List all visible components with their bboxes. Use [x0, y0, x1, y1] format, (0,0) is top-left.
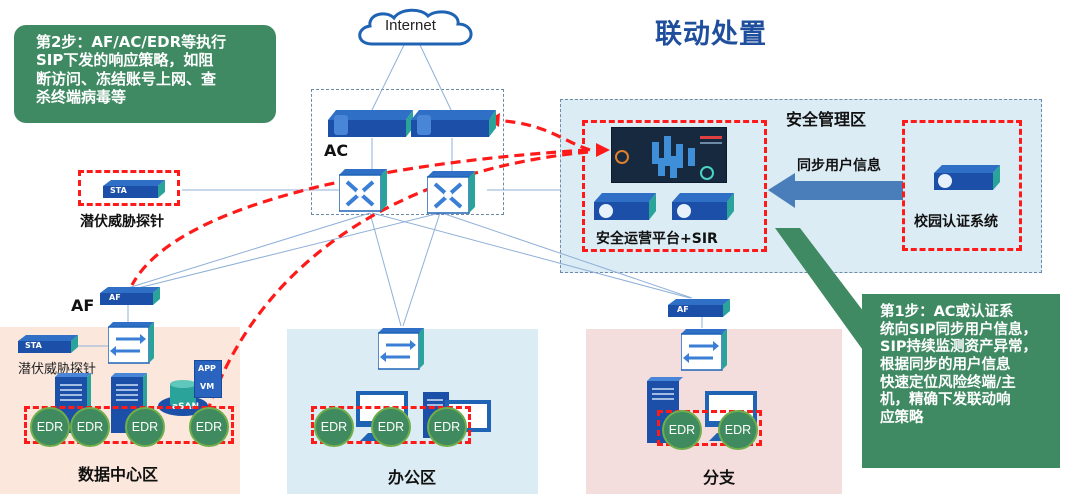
shield-pulse-icon: [677, 204, 691, 218]
campus-auth-label: 校园认证系统: [914, 214, 998, 230]
flow-sip-to-af: [130, 148, 589, 286]
shield-pulse-icon: [938, 174, 952, 188]
step1-callout: 第1步：AC或认证系 统向SIP同步用户信息， SIP持续监测资产异常， 根据同…: [862, 294, 1060, 468]
edr-agent[interactable]: EDR: [314, 407, 354, 447]
arrowhead-to-sip: [596, 143, 610, 157]
dc-access-switch[interactable]: [107, 322, 154, 364]
edr-agent[interactable]: EDR: [70, 407, 110, 447]
link-core1-office: [369, 212, 402, 327]
link-core2-branch-af: [441, 212, 693, 299]
step1-line: 统向SIP同步用户信息，: [880, 321, 1037, 338]
link-core2-office: [402, 212, 441, 327]
internet-cloud: Internet: [352, 6, 480, 50]
office-label: 办公区: [388, 468, 437, 487]
sip-highlight: [582, 120, 767, 252]
sip-platform-label: 安全运营平台+SIR: [596, 231, 718, 247]
branch-access-switch[interactable]: [680, 329, 727, 371]
branch-edr-highlight: [657, 410, 762, 446]
step1-callout-pointer: [775, 228, 870, 360]
sta-probe-top[interactable]: STA: [103, 179, 165, 199]
link-core1-af: [127, 212, 371, 289]
step2-callout: 第2步：AF/AC/EDR等执行 SIP下发的响应策略，如阻 断访问、冻结账号上…: [14, 25, 276, 123]
edr-agent[interactable]: EDR: [427, 407, 467, 447]
sta-text: STA: [110, 186, 127, 195]
office-access-switch[interactable]: [377, 328, 424, 370]
internet-label: Internet: [385, 17, 436, 34]
step1-line: SIP持续监测资产异常，: [880, 339, 1037, 356]
step1-line: 快速定位风险终端/主: [880, 374, 1016, 391]
ac-badge-icon: [417, 115, 431, 135]
app-vm-box[interactable]: APP VM: [194, 360, 222, 398]
link-internet-ac1: [370, 44, 405, 113]
sta-probe-top-label: 潜伏威胁探针: [80, 214, 164, 230]
vm-text: VM: [200, 382, 215, 391]
step1-line: 第1步：AC或认证系: [880, 304, 1014, 320]
edr-agent[interactable]: EDR: [662, 410, 702, 450]
app-text: APP: [198, 364, 216, 373]
step2-line: SIP下发的响应策略，如阻: [36, 51, 214, 70]
link-core1-branch-af: [371, 212, 691, 299]
ac-device-1[interactable]: [328, 108, 413, 138]
af-text: AF: [677, 305, 689, 314]
sir-appliance-1[interactable]: [594, 191, 656, 221]
page-title: 联动处置: [655, 19, 767, 50]
link-core2-af: [129, 212, 441, 291]
shield-pulse-icon: [599, 204, 613, 218]
flow-sip-to-ac: [489, 118, 591, 152]
edr-agent[interactable]: EDR: [189, 407, 229, 447]
edr-agent[interactable]: EDR: [30, 407, 70, 447]
campus-auth-appliance[interactable]: [934, 163, 1000, 191]
step1-line: 应策略: [880, 410, 924, 427]
ac-label: AC: [324, 141, 349, 160]
step2-line: 断访问、冻结账号上网、查: [36, 69, 217, 88]
security-zone-label: 安全管理区: [786, 110, 867, 129]
ac-core-group: [311, 89, 504, 215]
datacenter-label: 数据中心区: [78, 465, 159, 484]
link-internet-ac2: [419, 44, 453, 113]
af-text: AF: [109, 293, 121, 302]
step2-line: 杀终端病毒等: [36, 87, 127, 106]
ac-badge-icon: [334, 115, 348, 135]
af-device-branch[interactable]: AF: [668, 298, 730, 318]
step2-line: 第2步：AF/AC/EDR等执行: [36, 33, 227, 51]
step1-line: 根据同步的用户信息: [880, 357, 1011, 374]
flow-sip-to-dc-edr: [206, 150, 589, 411]
core-switch-1[interactable]: [338, 169, 387, 212]
ac-device-2[interactable]: [411, 108, 496, 138]
sir-appliance-2[interactable]: [672, 191, 734, 221]
edr-agent[interactable]: EDR: [371, 407, 411, 447]
sync-user-info-label: 同步用户信息: [797, 158, 881, 174]
campus-auth-highlight: [902, 120, 1022, 251]
sip-dashboard-screen[interactable]: [611, 127, 727, 183]
sta-probe-dc[interactable]: STA: [18, 334, 78, 354]
sta-probe-highlight: [78, 170, 180, 206]
cloud-icon: [358, 8, 473, 46]
sync-user-info-arrow: [768, 173, 903, 208]
edr-agent[interactable]: EDR: [718, 410, 758, 450]
sta-text: STA: [25, 341, 42, 350]
step1-line: 机，精确下发联动响: [880, 392, 1011, 409]
dashboard-icon: [615, 136, 722, 180]
dc-edr-highlight: [24, 406, 234, 444]
af-device-dc[interactable]: AF: [100, 286, 160, 306]
core-switch-2[interactable]: [426, 171, 475, 214]
branch-label: 分支: [703, 468, 736, 487]
af-label: AF: [71, 296, 95, 315]
edr-agent[interactable]: EDR: [125, 407, 165, 447]
